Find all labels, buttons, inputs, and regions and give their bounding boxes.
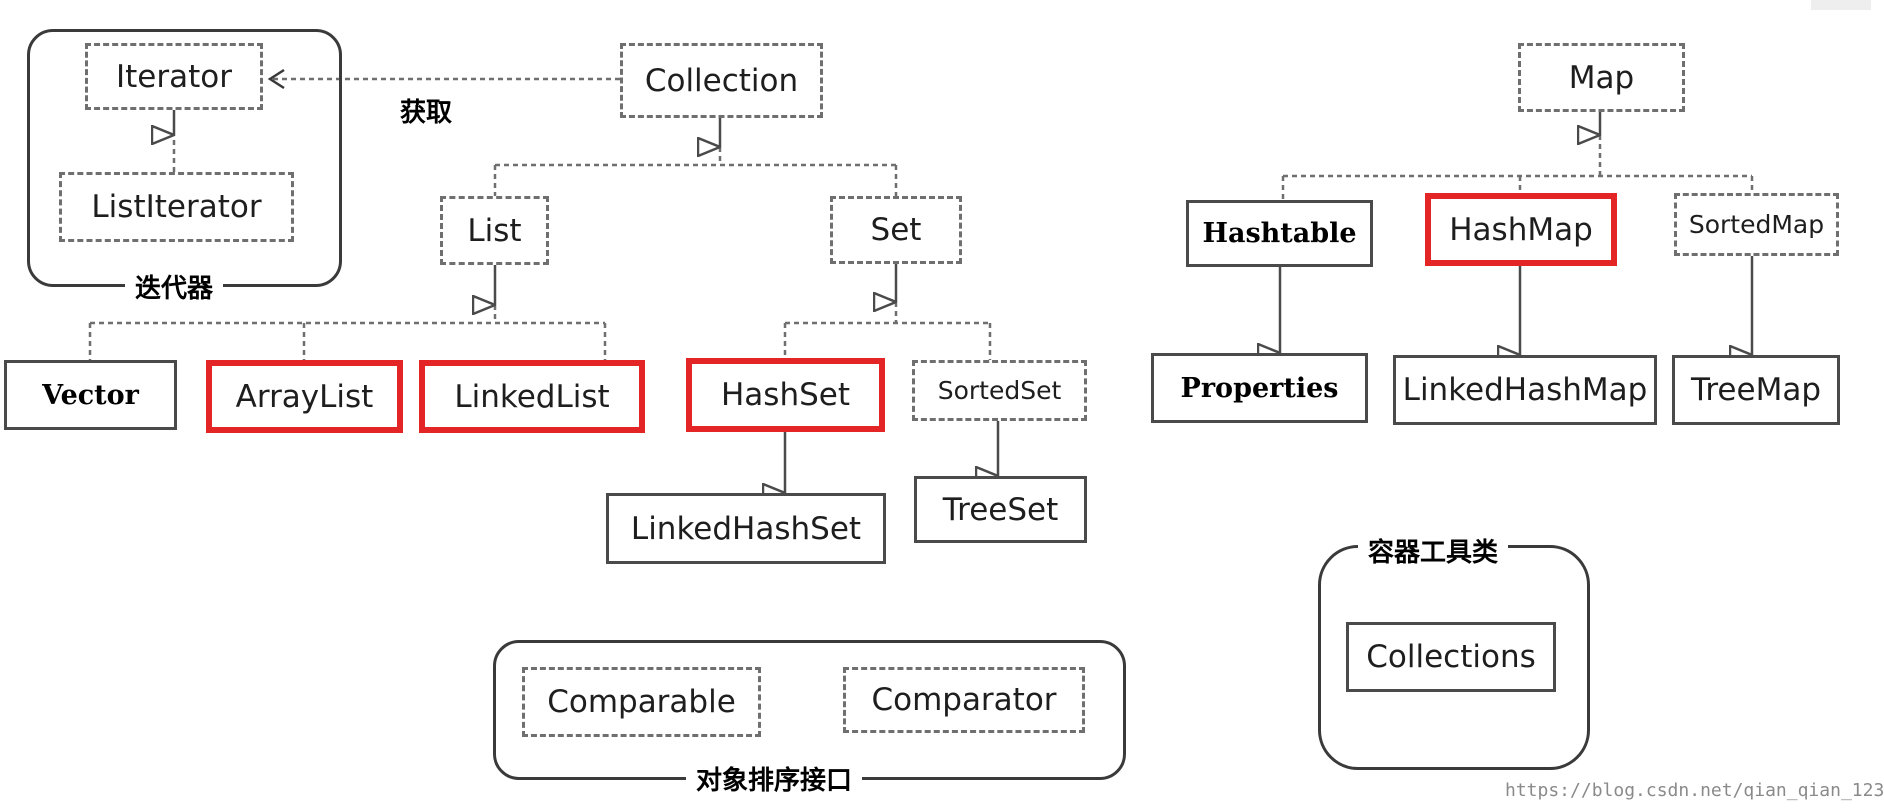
obtain-arrowhead <box>267 68 285 90</box>
sortedmap-node: SortedMap <box>1674 193 1839 256</box>
listiterator-node: ListIterator <box>59 172 294 242</box>
treeset-node: TreeSet <box>914 476 1087 543</box>
iterators-group-label: 迭代器 <box>125 268 224 305</box>
vector-node: Vector <box>4 360 177 430</box>
properties-node: Properties <box>1151 353 1368 423</box>
map-node: Map <box>1518 43 1685 112</box>
iterator-node: Iterator <box>85 43 263 110</box>
set-node: Set <box>830 196 962 264</box>
hashset-node: HashSet <box>686 358 885 432</box>
linkedhashmap-node: LinkedHashMap <box>1393 355 1657 425</box>
container-utils-group-label: 容器工具类 <box>1358 532 1509 569</box>
linkedhashset-node: LinkedHashSet <box>606 493 886 564</box>
linkedlist-node: LinkedList <box>419 360 645 433</box>
sortedset-node: SortedSet <box>912 360 1087 421</box>
collection-node: Collection <box>620 43 823 118</box>
comparable-node: Comparable <box>522 667 761 737</box>
arraylist-node: ArrayList <box>206 360 403 433</box>
hashtable-node: Hashtable <box>1186 200 1373 267</box>
sorting-interfaces-group-label: 对象排序接口 <box>686 760 863 797</box>
collections-node: Collections <box>1346 622 1556 692</box>
watermark: https://blog.csdn.net/qian_qian_123 <box>1505 780 1884 801</box>
comparator-node: Comparator <box>843 667 1085 733</box>
hashmap-node: HashMap <box>1425 193 1617 266</box>
obtain-edge-label: 获取 <box>400 98 453 128</box>
top-right-corner-patch <box>1811 0 1871 10</box>
treemap-node: TreeMap <box>1672 355 1840 425</box>
list-node: List <box>440 196 549 265</box>
